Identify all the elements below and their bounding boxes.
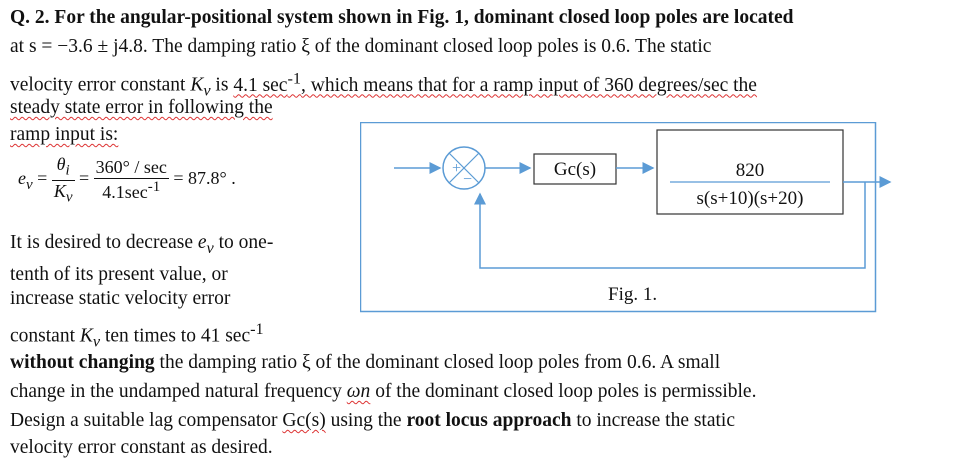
problem-line-7: tenth of its present value, or	[10, 264, 228, 285]
feedback-path	[474, 182, 866, 269]
problem-line-12: Design a suitable lag compensator Gc(s) …	[10, 410, 735, 431]
problem-line-11: change in the undamped natural frequency…	[10, 381, 757, 402]
error-equation: ev = θi Kv = 360° / sec 4.1sec-1 = 87.8°…	[18, 154, 236, 206]
plant-denominator: s(s+10)(s+20)	[697, 188, 804, 209]
plant-block	[656, 129, 844, 215]
compensator-label: Gc(s)	[554, 159, 596, 180]
svg-text:−: −	[463, 171, 472, 188]
problem-line-3: velocity error constant Kv is 4.1 sec-1,…	[10, 69, 757, 100]
problem-line-8: increase static velocity error	[10, 288, 231, 309]
block-diagram: + − Gc(s) 820 s(s+10)(s+20) Fig. 1.	[360, 122, 892, 313]
problem-line-1: Q. 2. For the angular-positional system …	[10, 7, 794, 28]
problem-line-5: ramp input is:	[10, 124, 119, 145]
problem-line-6: It is desired to decrease ev to one-	[10, 232, 274, 257]
plant-numerator: 820	[736, 160, 765, 181]
problem-line-10: without changing the damping ratio ξ of …	[10, 352, 721, 373]
problem-line-9: constant Kv ten times to 41 sec-1	[10, 320, 264, 351]
svg-text:+: +	[452, 160, 461, 177]
problem-line-13: velocity error constant as desired.	[10, 437, 273, 458]
compensator-block	[533, 153, 617, 185]
problem-line-2: at s = −3.6 ± j4.8. The damping ratio ξ …	[10, 36, 712, 57]
summing-junction: + −	[442, 146, 486, 190]
figure-border	[360, 122, 877, 313]
figure-caption: Fig. 1.	[608, 284, 657, 305]
problem-line-4: steady state error in following the	[10, 97, 273, 118]
